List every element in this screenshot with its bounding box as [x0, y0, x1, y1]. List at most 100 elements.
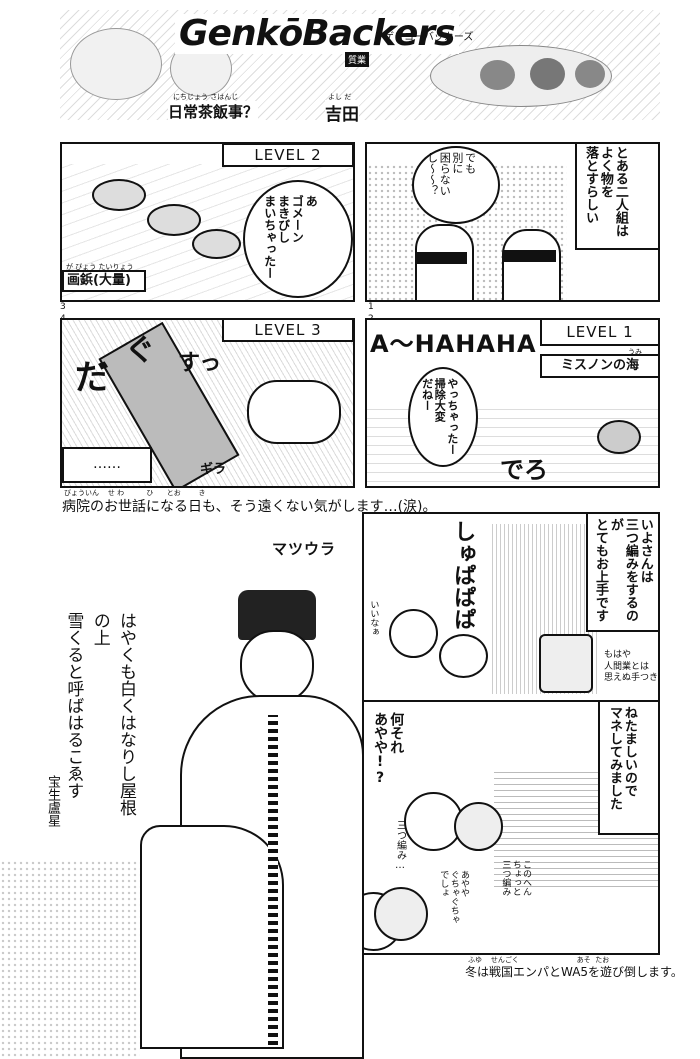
chibi-character	[374, 887, 428, 941]
matsuura-panel-1-small: いいなぁ	[368, 600, 379, 636]
speech-line: まいちゃったー	[262, 195, 277, 279]
speech-line: やっちゃったー	[445, 378, 459, 455]
speech-line: し～～？	[425, 152, 439, 196]
level3-sfx: すっ	[178, 351, 222, 376]
small-line: ぐちゃぐちゃ	[448, 870, 459, 924]
robe-trim	[268, 715, 278, 1045]
speech-line: でも	[463, 152, 477, 174]
level1-label: LEVEL 1	[540, 318, 660, 346]
fallen-character	[247, 380, 341, 444]
snow-splatter	[0, 860, 140, 1058]
poem-line: はやくも白くはなりし屋根の上	[89, 612, 137, 816]
narration-line: とてもお上手です	[592, 518, 608, 622]
illustration-seated-figure	[120, 585, 364, 1059]
logo-kana: ゲンコーバッカーズ	[384, 32, 474, 43]
narration-line: よく物を	[597, 146, 613, 198]
matsuura-narration-1: いよさんは 三つ編みをするのが とてもお上手です	[592, 518, 653, 630]
top-right-speech: でも 別に 困らない し～～？	[425, 152, 477, 222]
matsuura-panel-1-note: もはや 人間業とは 思えぬ手つき	[604, 650, 658, 685]
note-line: もはや	[604, 650, 632, 660]
matsuura-panel-2-speech: 何それ あやや!?	[372, 712, 404, 797]
speech-line: 何それ	[388, 712, 405, 754]
top-right-bubble	[412, 146, 500, 224]
speech-line: だねー	[420, 378, 434, 411]
poem-credit: 宝生盧星	[44, 775, 60, 827]
narration-line: とある二人組は	[612, 146, 628, 237]
yoshida-footer-ruby: びょういん せ わ ひ とお き	[64, 489, 206, 497]
subtitle: 日常茶飯事？	[168, 101, 259, 122]
censor-bar	[417, 252, 467, 264]
office-chair	[539, 634, 593, 693]
level1-sublabel: ミスノンの海	[540, 354, 660, 378]
level2-caption-ruby: が びょう たいりょう	[66, 263, 134, 271]
level1-speech: やっちゃったー 掃除大変 だねー	[420, 378, 459, 463]
matsuura-footer: 冬は戦国エンパとWA5を遊び倒します。	[465, 965, 683, 979]
small-line: このへん	[521, 860, 532, 896]
author-ruby: よし だ	[328, 93, 352, 101]
level3-sfx: ぐ	[125, 333, 155, 368]
chibi-character	[389, 609, 438, 658]
matsuura-panel-2-small3: このへん ちょっと 三つ編み	[500, 860, 531, 940]
matsuura-panel-2-small2: あやや ぐちゃぐちゃ でしょ	[438, 870, 469, 950]
level3-speech-box: ……	[62, 447, 152, 483]
figure-face	[240, 630, 314, 704]
narration-line: 三つ編みをするのが	[607, 518, 638, 622]
speech-line: まきびし	[276, 195, 291, 243]
level1-bubble	[408, 367, 478, 467]
thumbtack	[92, 179, 146, 211]
level2-label: LEVEL 2	[222, 143, 354, 167]
header-riceball-3	[575, 60, 605, 88]
speech-line: 困らない	[438, 152, 452, 196]
speech-line: 別に	[450, 152, 464, 174]
narration-line: ねたましいので	[621, 706, 637, 797]
speech-line: あやや!?	[372, 712, 389, 786]
matsuura-narration-box-2	[598, 700, 660, 835]
logo-tag: 質業	[345, 52, 370, 67]
matsuura-narration-2: ねたましいので マネしてみました	[606, 706, 637, 831]
poem: はやくも白くはなりし屋根の上 雪くると呼ばはるこゑす	[60, 612, 139, 827]
panel-number: 1	[368, 302, 374, 312]
narration-line: マネしてみました	[606, 706, 622, 810]
level2-caption: 画鋲(大量)	[62, 270, 146, 292]
level3-sfx: ギラ	[200, 462, 227, 477]
thumbtack	[192, 229, 241, 259]
header-riceball-1	[480, 60, 515, 90]
speech-line: ゴメーン	[290, 195, 305, 243]
header-snowman-left	[70, 28, 162, 100]
small-line: あやや	[459, 870, 470, 897]
speech-line: 掃除大変	[433, 378, 447, 422]
matsuura-author: マツウラ	[272, 540, 337, 558]
censor-bar	[504, 250, 556, 262]
level1-sfx: でろ	[500, 456, 548, 484]
level2-speech: あ ゴメーン まきびし まいちゃったー	[262, 195, 319, 295]
chibi-character	[454, 802, 503, 851]
matsuura-footer-ruby: ふゆ せんごく あそ たお	[468, 956, 610, 964]
narration-line: いよさんは	[637, 518, 653, 583]
level3-sfx: だ	[75, 358, 109, 398]
narration-line: 落とすらしい	[582, 146, 598, 224]
panel-number: 3	[60, 302, 66, 312]
level2-speech-bubble	[243, 180, 353, 298]
correction-tape-roller	[597, 420, 641, 454]
yoshida-footer: 病院のお世話になる日も、そう遠くない気がします…(涙)。	[62, 499, 437, 515]
subtitle-ruby: にちじょう さはんじ	[173, 93, 239, 101]
matsuura-narration-box-1	[586, 512, 660, 632]
small-line: でしょ	[438, 870, 449, 897]
narration-text: とある二人組は よく物を 落とすらしい	[582, 146, 628, 246]
logo: GenkōBackers	[175, 14, 459, 54]
note-line: 思えぬ手つき	[604, 673, 659, 684]
character-boy	[502, 229, 561, 300]
figure-sleeve	[140, 825, 284, 1049]
matsuura-panel-1-sfx: しゅぱぱぱ	[450, 520, 476, 630]
speech-line: あ	[304, 195, 319, 207]
note-line: 人間業とは	[604, 661, 650, 672]
poem-line: 雪くると呼ばはるこゑす	[63, 612, 84, 799]
level3-label: LEVEL 3	[222, 318, 354, 342]
level1-sublabel-ruby: うみ	[628, 348, 642, 356]
chibi-character	[404, 792, 463, 851]
level1-laugh: A～HAHAHA	[370, 330, 537, 358]
author-name: 吉田	[325, 100, 359, 125]
small-line: ちょっと	[510, 860, 521, 896]
narration-box	[575, 142, 660, 250]
header-riceball-2	[530, 58, 565, 90]
